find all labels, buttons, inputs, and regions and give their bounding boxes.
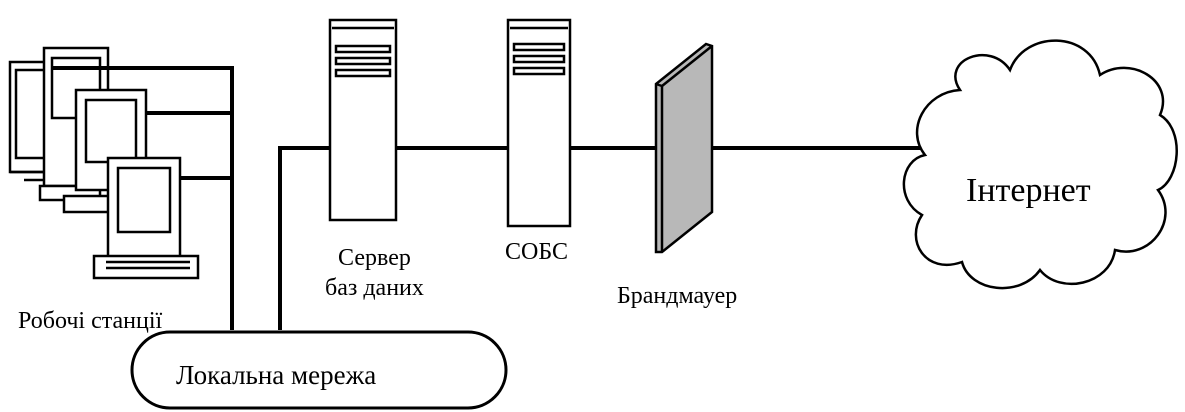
- lan-label: Локальна мережа: [176, 360, 377, 390]
- workstation-icon: [92, 156, 200, 280]
- db-server-label-line2: баз даних: [325, 275, 424, 301]
- network-links: [52, 66, 930, 330]
- db-server-label: Сервер баз даних: [325, 243, 424, 303]
- server-icon: [506, 18, 572, 228]
- workstations-group: [8, 46, 200, 280]
- firewall-icon: [654, 42, 714, 254]
- lan-ellipse: [130, 330, 508, 410]
- sobs-label: СОБС: [505, 239, 568, 265]
- server-icon: [328, 18, 398, 222]
- db-server-label-line1: Сервер: [338, 245, 411, 271]
- internet-label: Інтернет: [966, 172, 1091, 209]
- cloud-icon: [902, 39, 1178, 290]
- firewall-label: Брандмауер: [617, 283, 738, 309]
- workstations-label: Робочі станції: [18, 308, 163, 334]
